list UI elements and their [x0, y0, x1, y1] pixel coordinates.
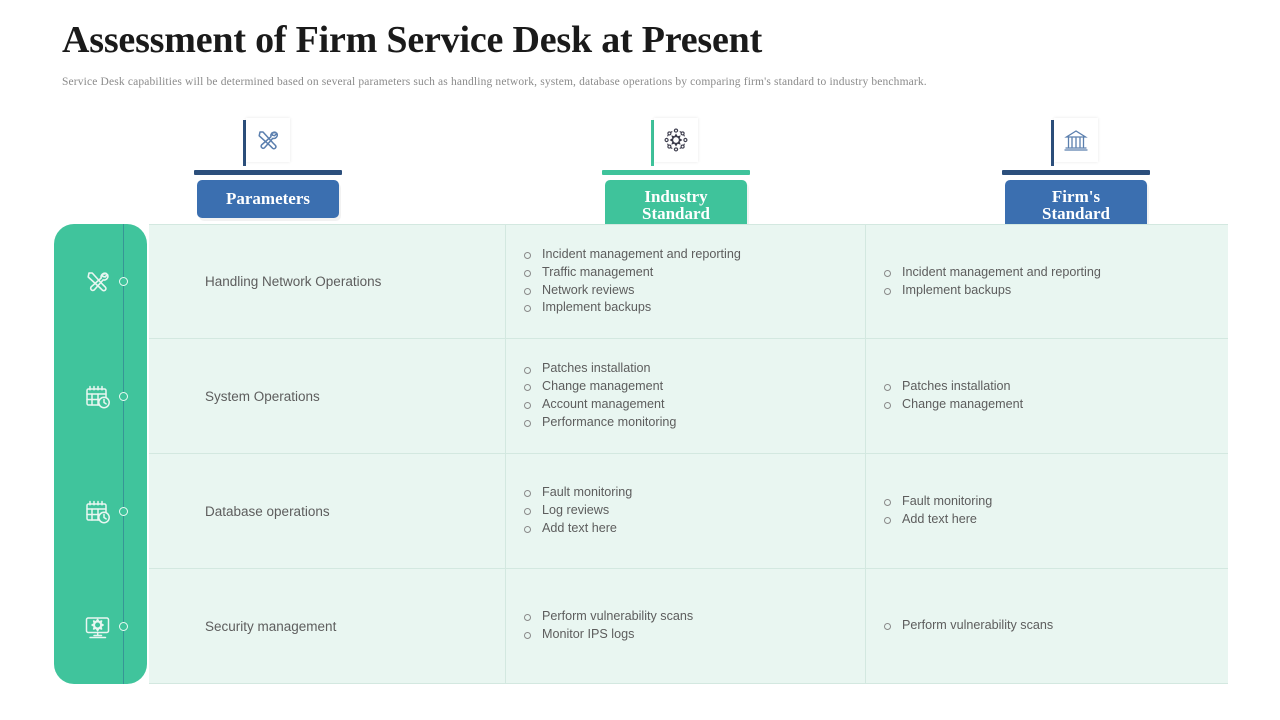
category-rail — [54, 224, 147, 684]
header-stem — [651, 120, 654, 166]
badge-parameters[interactable]: Parameters — [197, 180, 339, 219]
list-item: Monitor IPS logs — [520, 626, 693, 644]
header-connector-bar — [602, 170, 750, 175]
list-item: Add text here — [520, 520, 632, 538]
header-stem — [243, 120, 246, 166]
cell-parameter: Database operations — [149, 454, 506, 568]
list-item: Fault monitoring — [520, 484, 632, 502]
page-title: Assessment of Firm Service Desk at Prese… — [62, 19, 763, 61]
firm-bullet-list: Perform vulnerability scans — [880, 617, 1053, 635]
list-item: Perform vulnerability scans — [520, 608, 693, 626]
list-item: Patches installation — [520, 360, 676, 378]
rail-marker-dot — [119, 622, 128, 631]
header-connector-bar — [1002, 170, 1150, 175]
tools-icon — [246, 118, 290, 162]
list-item: Log reviews — [520, 502, 632, 520]
list-item: Fault monitoring — [880, 493, 992, 511]
list-item: Network reviews — [520, 282, 741, 300]
list-item: Traffic management — [520, 264, 741, 282]
rail-monitor-gear-icon — [78, 607, 118, 647]
list-item: Add text here — [880, 511, 992, 529]
list-item: Implement backups — [520, 299, 741, 317]
cell-parameter: System Operations — [149, 339, 506, 453]
rail-marker-dot — [119, 277, 128, 286]
badge-label-line: Standard — [641, 204, 711, 224]
list-item: Patches installation — [880, 378, 1023, 396]
cell-firm-standard: Perform vulnerability scans — [866, 569, 1228, 683]
badge-industry-standard[interactable]: Industry Standard — [605, 180, 747, 232]
gear-network-icon — [654, 118, 698, 162]
badge-label-line: Industry — [644, 187, 708, 206]
list-item: Performance monitoring — [520, 414, 676, 432]
list-item: Account management — [520, 396, 676, 414]
rail-calendar-clock-icon — [78, 492, 118, 532]
bank-icon — [1054, 118, 1098, 162]
rail-marker-dot — [119, 507, 128, 516]
page-subtitle: Service Desk capabilities will be determ… — [62, 76, 927, 88]
header-connector-bar — [194, 170, 342, 175]
rail-calendar-clock-icon — [78, 377, 118, 417]
list-item: Change management — [880, 396, 1023, 414]
cell-parameter: Handling Network Operations — [149, 225, 506, 338]
badge-label-line: Standard — [1041, 204, 1111, 224]
list-item: Perform vulnerability scans — [880, 617, 1053, 635]
list-item: Implement backups — [880, 282, 1101, 300]
list-item: Incident management and reporting — [520, 246, 741, 264]
rail-tools-icon — [78, 262, 118, 302]
rail-marker-dot — [119, 392, 128, 401]
list-item: Change management — [520, 378, 676, 396]
badge-firms-standard[interactable]: Firm's Standard — [1005, 180, 1147, 232]
cell-parameter: Security management — [149, 569, 506, 683]
badge-label-line: Firm's — [1051, 187, 1101, 206]
list-item: Incident management and reporting — [880, 264, 1101, 282]
rail-timeline-line — [123, 224, 124, 684]
header-stem — [1051, 120, 1054, 166]
table-row: Security management Perform vulnerability… — [149, 569, 1228, 684]
badge-label-line: Parameters — [225, 189, 310, 208]
